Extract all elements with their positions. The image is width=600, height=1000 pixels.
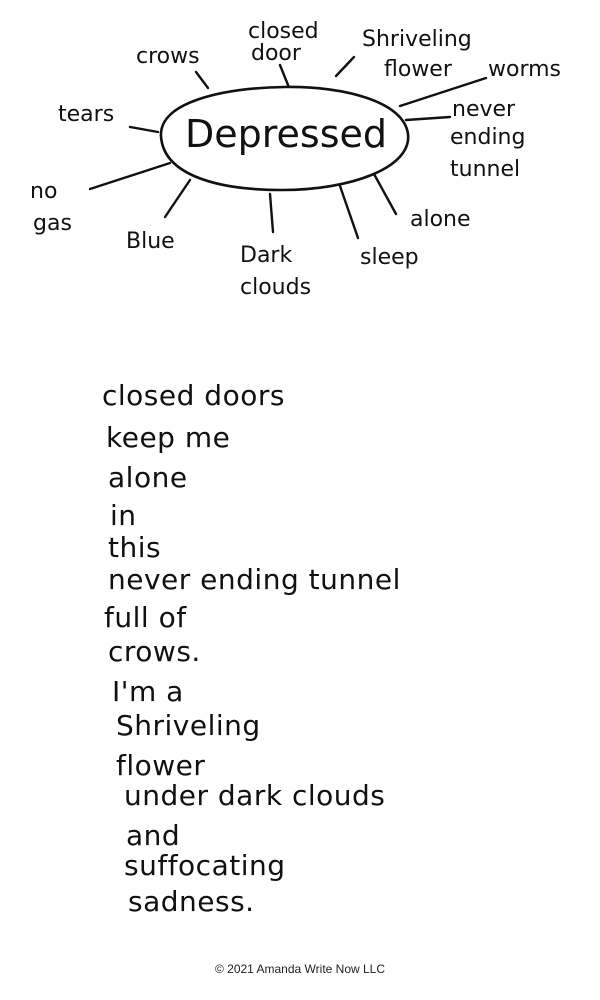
assoc-no-gas-line-1: no [30,179,57,204]
mind-map: Depressed crows closed door Shriveling f… [30,19,561,300]
spoke-tears [128,125,160,134]
poem-line: crows. [108,635,201,668]
poem-line: Shriveling [116,709,261,742]
poem-line: sadness. [128,885,255,918]
center-bubble [159,85,410,192]
spoke-sleep [338,184,360,240]
poem-line: I'm a [112,675,184,708]
assoc-worms: worms [488,57,561,82]
assoc-alone: alone [410,207,471,232]
assoc-never-ending-tunnel-line-2: ending [450,125,525,150]
poem-line: never ending tunnel [108,563,401,596]
copyright-notice: © 2021 Amanda Write Now LLC [214,962,386,976]
poem-line: keep me [106,421,231,454]
assoc-never-ending-tunnel-line-3: tunnel [450,157,520,182]
assoc-closed-door-line-2: door [251,41,302,66]
poem-line: alone [108,461,188,494]
spoke-alone [372,172,398,216]
poem-line: full of [104,601,187,634]
poem-line: under dark clouds [124,779,386,812]
spoke-blue [163,178,192,219]
spoke-dark-clouds [268,192,275,234]
assoc-shriveling-flower-line-2: flower [384,57,453,82]
spoke-no-gas [88,161,172,191]
poem-line: this [108,531,162,564]
assoc-crows: crows [136,44,200,69]
poem-line: and [126,819,181,852]
poem-line: closed doors [102,379,285,412]
assoc-no-gas-line-2: gas [33,211,72,236]
spoke-crows [194,70,210,90]
assoc-blue: Blue [126,229,175,254]
assoc-shriveling-flower-line-1: Shriveling [362,27,472,52]
spoke-worms [398,76,488,108]
assoc-tears: tears [58,102,114,127]
poem-line: suffocating [124,849,286,882]
assoc-closed-door-line-1: closed [248,19,319,44]
poem-line: flower [116,749,206,782]
assoc-never-ending-tunnel-line-1: never [452,97,516,122]
assoc-dark-clouds-line-2: clouds [240,275,311,300]
assoc-dark-clouds-line-1: Dark [240,243,292,268]
poem-line: in [110,499,137,532]
assoc-sleep: sleep [360,245,419,270]
spoke-shriveling-flower [334,55,356,78]
center-word: Depressed [185,112,387,156]
spoke-never-ending-tunnel [404,115,452,122]
